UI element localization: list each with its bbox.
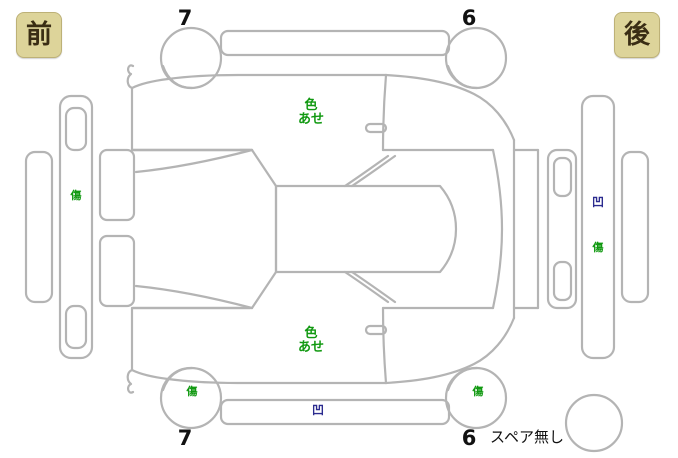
rear-bumper-inner (546, 148, 578, 310)
rear-direction-label: 後 (623, 20, 650, 50)
wheel-arch-rear-upper (446, 64, 479, 90)
mark-fade-front-left-door-line1: 色 (304, 98, 318, 113)
wheel-arch-front-lower (161, 366, 194, 392)
front-panel-upper (98, 148, 136, 222)
taillight-upper (552, 156, 573, 198)
rear-direction-badge: 後 (614, 12, 660, 58)
spare-tire-circle (564, 393, 624, 453)
mark-scratch-rear-left-wheel: 傷 (186, 385, 198, 398)
tread-depth-rear-right: 6 (461, 426, 477, 450)
a-pillar-lower (381, 306, 388, 385)
tread-depth-front-right: 6 (461, 6, 477, 30)
rear-bumper-outer (580, 94, 616, 360)
trunk-contour-lower (491, 227, 504, 310)
rear-glass-upper-2 (350, 154, 397, 188)
mark-scratch-rear-bumper: 傷 (592, 241, 604, 254)
trunk-contour-upper (491, 148, 504, 231)
cowl-seam-upper (134, 148, 254, 174)
rear-bumper-strip (620, 150, 650, 304)
mark-dent-rocker-panel: 凹 (311, 403, 324, 417)
roof-panel (274, 184, 458, 274)
body-outline-upper (126, 64, 252, 152)
taillight-lower (552, 260, 573, 302)
mark-scratch-front-bumper: 傷 (70, 189, 82, 202)
windscreen (250, 148, 278, 310)
front-bumper-inner (58, 94, 94, 360)
tread-depth-rear-left: 7 (177, 426, 193, 450)
front-panel-lower (98, 234, 136, 308)
mark-fade-rear-left-door: 色 あせ (289, 326, 333, 356)
wheel-arch-rear-lower (446, 366, 479, 392)
door-handle-upper (364, 122, 388, 134)
side-sill-top (219, 29, 451, 57)
wheel-arch-front-upper (161, 64, 194, 90)
mark-fade-front-left-door-line2: あせ (297, 112, 324, 128)
mark-dent-rear-bumper: 凹 (591, 195, 604, 209)
rear-glass-lower (343, 270, 390, 304)
headlight-lower (64, 304, 88, 350)
cowl-seam-lower (134, 284, 254, 310)
spare-tire-note: スペア無し (490, 428, 564, 446)
rear-glass-upper (343, 154, 390, 188)
front-direction-badge: 前 (16, 12, 62, 58)
rear-quarter-lower (384, 316, 516, 385)
door-handle-lower (364, 324, 388, 336)
mark-fade-rear-left-door-line1: 色 (304, 326, 318, 341)
mark-fade-front-left-door: 色 あせ (289, 98, 333, 128)
mark-scratch-rear-right-wheel: 傷 (472, 385, 484, 398)
rear-glass-lower-2 (350, 270, 397, 304)
front-bumper-outer (24, 150, 54, 304)
side-sill-bottom (219, 398, 451, 426)
body-outline-lower (126, 306, 252, 394)
mark-fade-rear-left-door-line2: あせ (297, 340, 324, 356)
headlight-upper (64, 106, 88, 152)
rear-quarter-upper (384, 73, 516, 142)
front-direction-label: 前 (25, 20, 52, 50)
a-pillar-upper (381, 73, 388, 152)
tread-depth-front-left: 7 (177, 6, 193, 30)
